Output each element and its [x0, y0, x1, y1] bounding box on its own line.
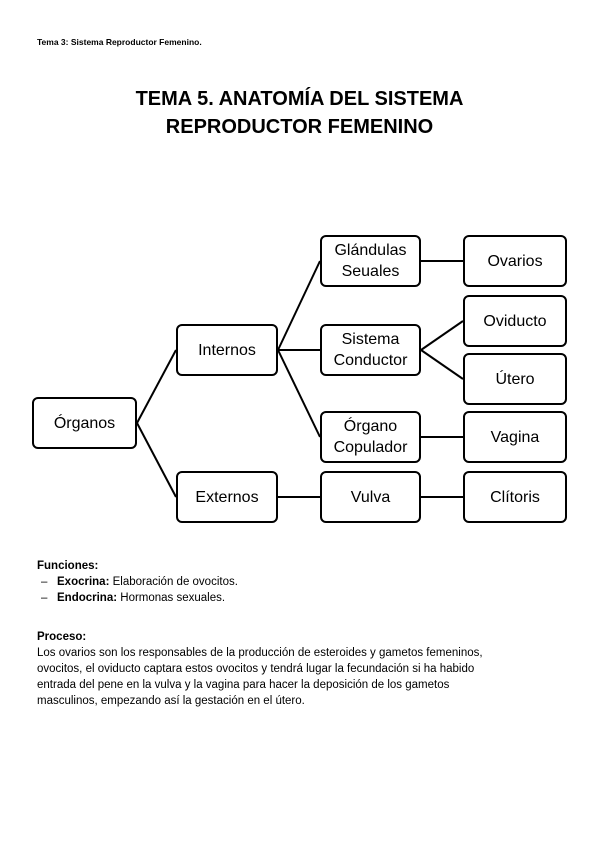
dash-bullet: – [41, 592, 48, 604]
line-sistema-oviducto [420, 320, 464, 351]
funciones-section: Funciones: – Exocrina: Elaboración de ov… [37, 558, 238, 606]
funcion-label: Endocrina: [57, 592, 118, 604]
node-utero: Útero [463, 353, 567, 405]
page-title: TEMA 5. ANATOMÍA DEL SISTEMA REPRODUCTOR… [0, 85, 599, 141]
node-sistema-conductor: Sistema Conductor [320, 324, 421, 376]
funcion-label: Exocrina: [57, 576, 110, 588]
title-line-2: REPRODUCTOR FEMENINO [165, 116, 434, 138]
node-clitoris: Clítoris [463, 471, 567, 523]
node-organo-copulador: Órgano Copulador [320, 411, 421, 463]
proceso-line: ovocitos, el oviducto captara estos ovoc… [37, 663, 475, 675]
line-internos-glandulas [277, 260, 321, 351]
funcion-text: Hormonas sexuales. [117, 592, 226, 604]
proceso-line: entrada del pene en la vulva y la vagina… [37, 679, 450, 691]
node-vagina: Vagina [463, 411, 567, 463]
node-oviducto: Oviducto [463, 295, 567, 347]
title-line-1: TEMA 5. ANATOMÍA DEL SISTEMA [135, 88, 464, 110]
node-glandulas-sexuales: Glándulas Seuales [320, 235, 421, 287]
list-item: – Exocrina: Elaboración de ovocitos. [37, 574, 238, 590]
node-externos: Externos [176, 471, 278, 523]
dash-bullet: – [41, 576, 48, 588]
line-sistema-utero [420, 349, 464, 380]
node-ovarios: Ovarios [463, 235, 567, 287]
line-organos-externos [136, 422, 177, 498]
proceso-heading: Proceso: [37, 631, 87, 643]
funciones-heading: Funciones: [37, 560, 99, 572]
proceso-line: Los ovarios son los responsables de la p… [37, 647, 483, 659]
line-internos-organo [277, 349, 321, 438]
node-vulva: Vulva [320, 471, 421, 523]
proceso-line: masculinos, empezando así la gestación e… [37, 695, 305, 707]
node-internos: Internos [176, 324, 278, 376]
funciones-list: – Exocrina: Elaboración de ovocitos. – E… [37, 574, 238, 606]
list-item: – Endocrina: Hormonas sexuales. [37, 590, 238, 606]
node-organos: Órganos [32, 397, 137, 449]
page-header: Tema 3: Sistema Reproductor Femenino. [37, 37, 202, 47]
proceso-section: Proceso: Los ovarios son los responsable… [37, 629, 537, 709]
line-organos-internos [136, 349, 177, 424]
funcion-text: Elaboración de ovocitos. [109, 576, 238, 588]
